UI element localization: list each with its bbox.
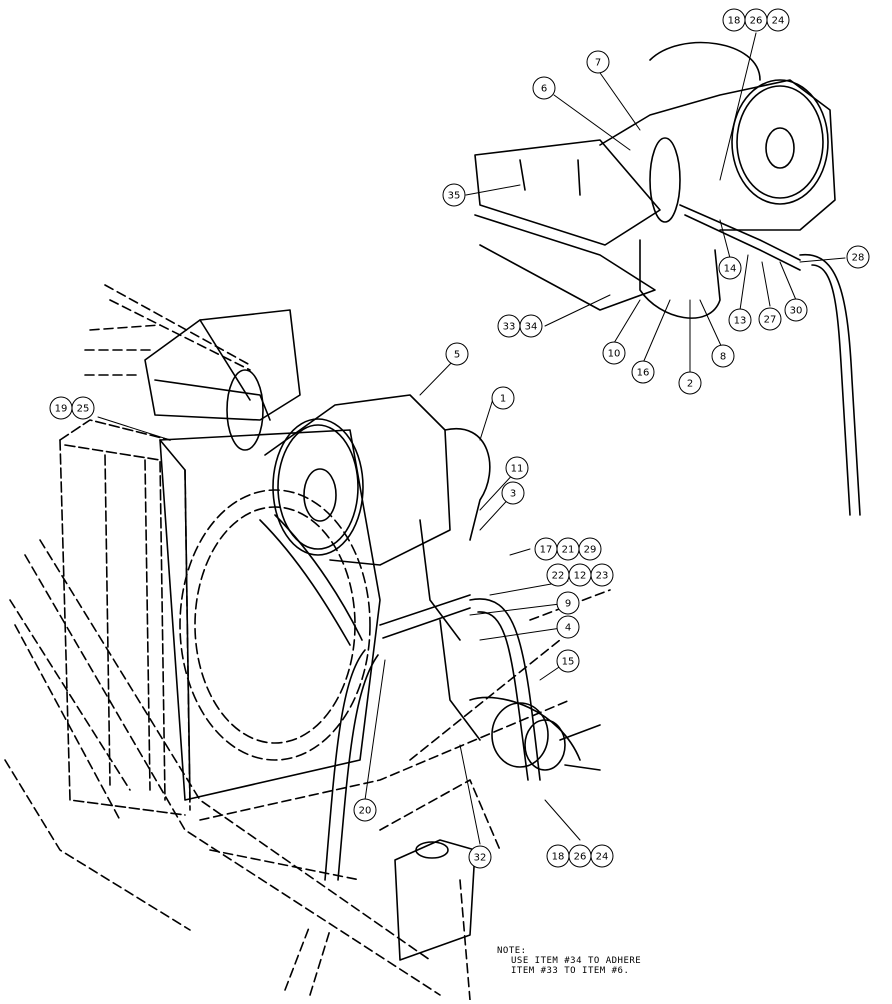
callout-label: 18 xyxy=(728,16,741,27)
callout-label: 8 xyxy=(720,352,726,363)
callout-balloon xyxy=(353,798,377,822)
callout-balloon xyxy=(602,341,626,365)
mount-pedestal xyxy=(394,839,476,961)
callout-balloon xyxy=(491,386,515,410)
callout-label: 13 xyxy=(734,316,747,327)
callout-balloon xyxy=(556,649,580,673)
callout-balloon xyxy=(501,481,525,505)
tube-assembly xyxy=(259,514,601,881)
callout-label: 35 xyxy=(448,191,461,202)
callout-label: 4 xyxy=(565,623,571,634)
callout-balloon xyxy=(784,298,808,322)
callout-balloon xyxy=(468,845,492,869)
callout-label: 32 xyxy=(474,853,487,864)
callout-label: 24 xyxy=(772,16,785,27)
inset-intake-hood xyxy=(474,139,661,311)
callout-balloon xyxy=(728,308,752,332)
callout-label: 9 xyxy=(565,599,571,610)
callout-label: 21 xyxy=(562,545,575,556)
callout-label: 1 xyxy=(500,394,506,405)
callout-balloon xyxy=(442,183,466,207)
callout-balloon xyxy=(445,342,469,366)
callout-label: 10 xyxy=(608,349,621,360)
callout-label: 14 xyxy=(724,264,737,275)
callout-label: 26 xyxy=(750,16,763,27)
callout-balloon xyxy=(578,537,602,561)
callout-label: 27 xyxy=(764,315,777,326)
callout-label: 26 xyxy=(574,852,587,863)
callout-label: 30 xyxy=(790,306,803,317)
callout-balloon xyxy=(711,344,735,368)
callout-label: 19 xyxy=(55,404,68,415)
note-line-2: ITEM #33 TO ITEM #6. xyxy=(511,966,630,976)
callout-label: 16 xyxy=(637,368,650,379)
callout-label: 18 xyxy=(552,852,565,863)
callout-label: 12 xyxy=(574,571,587,582)
note-heading: NOTE: xyxy=(497,946,527,956)
callout-balloon xyxy=(766,8,790,32)
note-line-1: USE ITEM #34 TO ADHERE xyxy=(511,956,642,966)
callout-balloon xyxy=(586,50,610,74)
main-air-cleaner xyxy=(226,369,491,641)
callout-label: 28 xyxy=(852,253,865,264)
callout-balloon xyxy=(678,371,702,395)
callout-label: 15 xyxy=(562,657,575,668)
callout-balloon xyxy=(519,314,543,338)
callout-label: 20 xyxy=(359,806,372,817)
callout-balloon xyxy=(758,307,782,331)
fan-shroud xyxy=(159,429,381,801)
callout-balloon xyxy=(590,563,614,587)
callout-label: 17 xyxy=(540,545,553,556)
callout-label: 34 xyxy=(525,322,538,333)
callout-label: 24 xyxy=(596,852,609,863)
callout-label: 25 xyxy=(77,404,90,415)
callout-label: 5 xyxy=(454,350,460,361)
radiator xyxy=(59,419,191,816)
callout-label: 29 xyxy=(584,545,597,556)
callout-label: 3 xyxy=(510,489,516,500)
callout-balloon xyxy=(846,245,870,269)
callout-label: 11 xyxy=(511,464,524,475)
callout-balloon xyxy=(71,396,95,420)
callout-balloon xyxy=(590,844,614,868)
callout-label: 6 xyxy=(541,84,547,95)
callout-label: 7 xyxy=(595,58,601,69)
callout-balloon xyxy=(505,456,529,480)
callout-balloon xyxy=(631,360,655,384)
inset-air-cleaner xyxy=(599,41,861,516)
callout-balloon xyxy=(532,76,556,100)
callout-balloon xyxy=(556,615,580,639)
callout-balloon xyxy=(556,591,580,615)
callout-label: 33 xyxy=(503,322,516,333)
callout-label: 22 xyxy=(552,571,565,582)
callout-balloon xyxy=(718,256,742,280)
callout-label: 23 xyxy=(596,571,609,582)
callout-label: 2 xyxy=(687,379,693,390)
main-intake-hood xyxy=(144,309,301,421)
